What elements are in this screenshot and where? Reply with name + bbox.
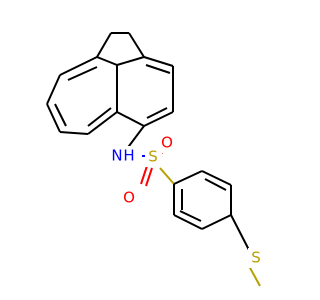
bond-benzene-bottom-left-inner: [179, 210, 202, 222]
bond-benzene-bottom-right: [201, 214, 232, 230]
sulfonyl-sulfur-label-background: [145, 147, 162, 167]
bond-benzene-s: [230, 214, 250, 251]
nitrogen-atom-label: N: [111, 147, 122, 165]
bond-s-o-bottom-b: [145, 167, 153, 187]
thioether-sulfur-atom-label: S: [251, 249, 261, 267]
bond-left-bottom: [59, 131, 89, 135]
bond-benzene-top-left: [173, 170, 203, 185]
bond-left-top-inner: [67, 66, 98, 81]
bond-c3-c4: [143, 111, 174, 127]
structural-formula: N H S O O S: [46, 32, 264, 287]
upper-oxygen-label-background: [159, 133, 175, 153]
bond-left-upper: [46, 74, 61, 105]
bond-c3-c4-inner: [146, 107, 168, 119]
bond-left-top: [59, 56, 98, 76]
bond-c1-c2-inner: [145, 64, 171, 74]
bond-c1-c2: [143, 56, 174, 67]
molecule-canvas: N H S O O S: [46, 32, 264, 287]
bond-benzene-bottom-left: [173, 214, 203, 230]
bond-left-lower-inner: [54, 103, 67, 127]
bond-bottom-join: [87, 111, 118, 135]
lower-oxygen-atom-label: O: [123, 189, 135, 207]
bond-s-o-bottom-a: [140, 165, 148, 185]
bond-s-methyl: [248, 265, 261, 287]
bond-benzene-top-right-inner: [204, 178, 227, 191]
bond-s-benzene: [159, 167, 175, 185]
bond-left-lower: [46, 103, 61, 133]
thioether-sulfur-label-background: [248, 248, 264, 268]
bond-left-ch2-ring: [96, 32, 112, 58]
bond-bottom-join-inner: [87, 107, 112, 127]
bond-c6-c1: [116, 56, 145, 66]
nh-label-background: [112, 146, 142, 166]
sulfonyl-sulfur-atom-label: S: [148, 148, 158, 166]
bond-benzene-top-right: [201, 170, 232, 186]
nitrogen-hydrogen-label: H: [123, 147, 134, 165]
bond-c4-c5: [116, 111, 145, 127]
atom-label-layer: N H S O O S: [111, 133, 264, 268]
upper-oxygen-atom-label: O: [161, 134, 173, 152]
bond-central-left-top: [96, 56, 118, 66]
lower-oxygen-label-background: [121, 188, 137, 208]
bond-right-ch2-ring: [128, 32, 145, 58]
